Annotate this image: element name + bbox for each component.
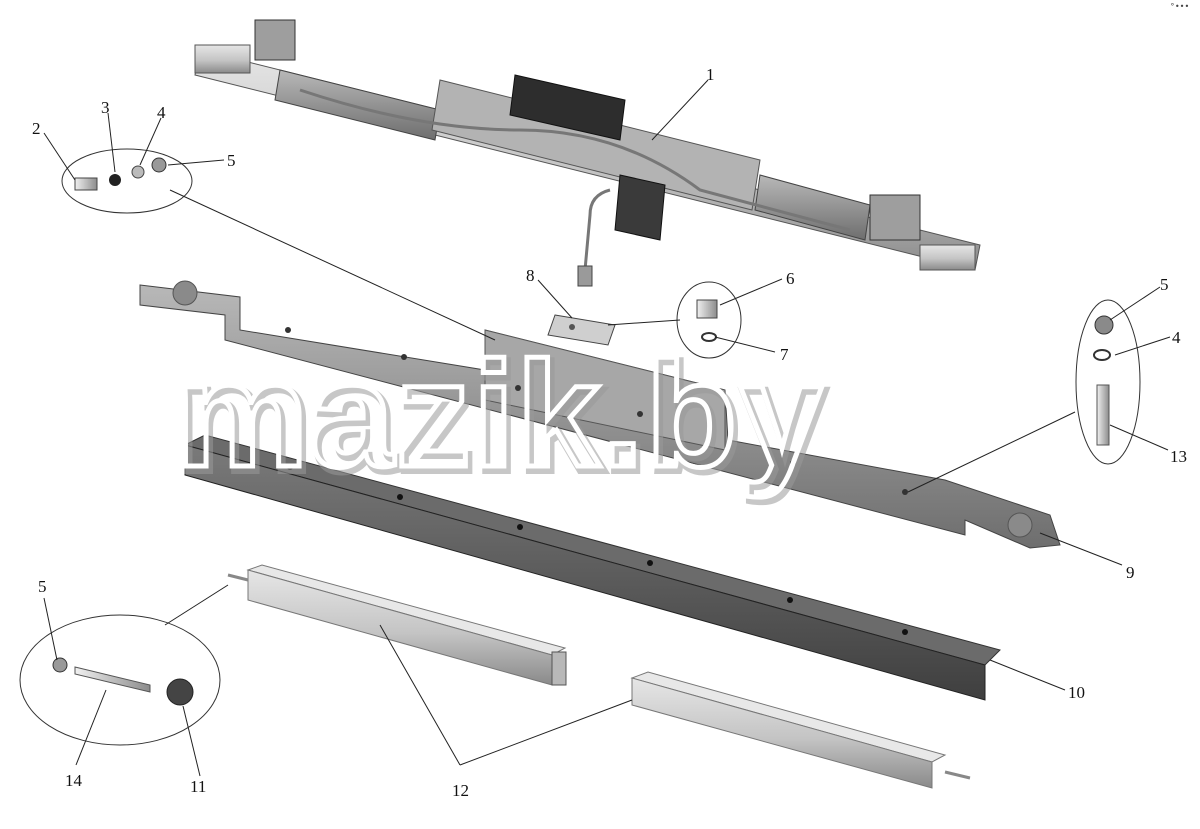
- callout-13: 13: [1170, 447, 1187, 466]
- part-10-channel-rail: [183, 434, 1001, 701]
- callout-5: 5: [227, 151, 236, 170]
- corner-mark: °•••: [1170, 2, 1189, 11]
- hardware-group-2-5: [61, 148, 193, 214]
- callout-4: 4: [157, 103, 166, 122]
- callout-9: 9: [1126, 563, 1135, 582]
- callout-3: 3: [101, 98, 110, 117]
- callout-14: 14: [65, 771, 83, 790]
- part-12-square-bar-left: [227, 564, 567, 686]
- watermark: mazik.by mazik.by: [173, 328, 830, 507]
- callout-6: 6: [786, 269, 795, 288]
- callout-1: 1: [706, 65, 715, 84]
- svg-text:mazik.by: mazik.by: [178, 334, 828, 502]
- part-1-shaft-assembly: [194, 19, 981, 287]
- hardware-group-4-5-13: [1075, 299, 1141, 465]
- part-9-bracket: [139, 280, 1061, 549]
- hardware-group-5-14-11: [19, 614, 221, 746]
- svg-text:mazik.by: mazik.by: [175, 330, 825, 498]
- part-12-square-bar-right: [630, 671, 971, 789]
- leader-lines: [43, 79, 1171, 777]
- callout-5-right: 5: [1160, 275, 1169, 294]
- callout-8: 8: [526, 266, 535, 285]
- callout-10: 10: [1068, 683, 1085, 702]
- callout-4-right: 4: [1172, 328, 1181, 347]
- callout-5-bottom-left: 5: [38, 577, 47, 596]
- part-8-plate: [547, 314, 616, 346]
- callout-2: 2: [32, 119, 41, 138]
- callout-7: 7: [780, 345, 789, 364]
- callout-labels: 1 2 3 4 5 6 7 8 5 4 13 9 10 5 14 11 12: [32, 65, 1187, 800]
- callout-12: 12: [452, 781, 469, 800]
- callout-11: 11: [190, 777, 206, 796]
